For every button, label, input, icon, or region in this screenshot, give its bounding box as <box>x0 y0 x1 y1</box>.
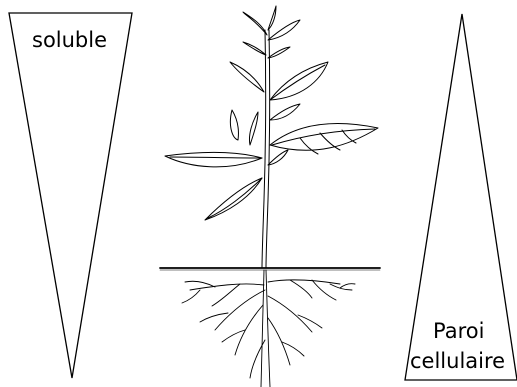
roots <box>182 270 355 387</box>
leaf-mid-small-right <box>270 104 300 120</box>
leaf-middle-right <box>270 123 378 154</box>
plant-illustration <box>160 6 380 387</box>
leaf-upper-left <box>230 62 264 92</box>
label-cellulaire: cellulaire <box>410 348 505 374</box>
stem <box>262 30 270 268</box>
leaf-lower-right <box>268 150 288 165</box>
left-triangle <box>9 13 132 378</box>
apex-leaves <box>243 6 300 58</box>
leaf-upper-right <box>270 62 328 100</box>
label-soluble: soluble <box>32 27 107 53</box>
leaf-middle-left <box>165 110 262 167</box>
label-paroi: Paroi <box>433 318 484 344</box>
leaf-lower-left <box>205 178 262 220</box>
